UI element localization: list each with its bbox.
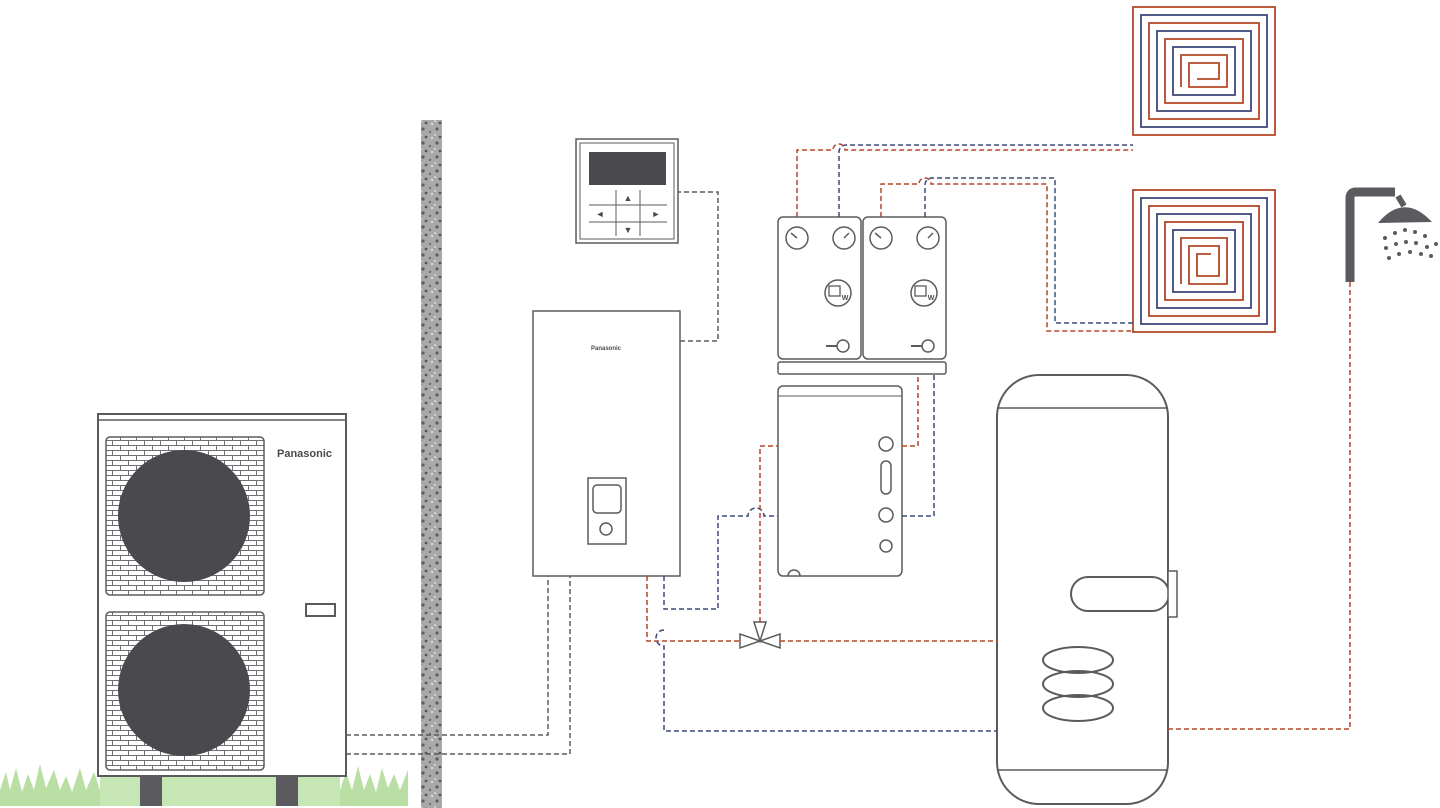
hot-water-cylinder [996, 374, 1178, 805]
controller-keypad [589, 190, 667, 236]
outdoor-unit: Panasonic [97, 413, 347, 806]
immersion-heater [1070, 576, 1170, 612]
refrigerant-and-signal-lines [346, 191, 719, 755]
arrow-down-icon: ▼ [624, 225, 633, 235]
flow-pipes [646, 143, 1351, 730]
indoor-unit-brand-logo: Panasonic [591, 346, 622, 352]
controller-display [589, 152, 666, 185]
pump-station-left: W [777, 216, 862, 360]
underfloor-heating-loop-2 [1132, 189, 1276, 333]
heating-coil [1042, 646, 1114, 722]
fan-grille-bottom [105, 611, 265, 771]
shutoff-valve-icon [921, 339, 935, 353]
three-way-valve-icon [739, 621, 781, 650]
outdoor-unit-handle [305, 603, 336, 617]
shutoff-valve-icon [836, 339, 850, 353]
return-pipes [655, 144, 1133, 732]
fan-grille-top [105, 436, 265, 596]
arrow-right-icon: ► [652, 209, 661, 219]
svg-text:W: W [842, 295, 849, 302]
pump-station-right: W [862, 216, 947, 360]
shower-icon [1345, 187, 1438, 282]
remote-controller: ▲ ◄ ► ▼ [575, 138, 679, 244]
underfloor-heating-loop-1 [1132, 6, 1276, 136]
svg-text:W: W [928, 295, 935, 302]
buffer-tank [777, 385, 903, 577]
manifold-bar [777, 361, 947, 375]
arrow-up-icon: ▲ [624, 193, 633, 203]
arrow-left-icon: ◄ [596, 209, 605, 219]
indoor-unit: Panasonic [532, 310, 681, 577]
wall [421, 120, 442, 808]
outdoor-unit-brand-logo: Panasonic [277, 448, 332, 460]
